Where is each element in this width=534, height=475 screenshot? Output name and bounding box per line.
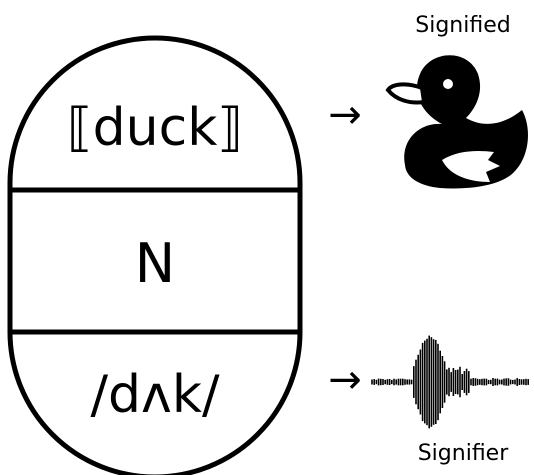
category-label: N	[135, 232, 175, 295]
signifier-arrow: →	[328, 357, 362, 403]
signified-arrow: →	[328, 92, 362, 138]
form-label: /dʌk/	[91, 365, 220, 425]
signifier-caption: Signifier	[418, 441, 509, 466]
duck-icon	[388, 55, 528, 188]
meaning-label: ⟦duck⟧	[67, 98, 243, 158]
waveform-icon	[372, 336, 528, 429]
signified-caption: Signified	[415, 13, 510, 38]
